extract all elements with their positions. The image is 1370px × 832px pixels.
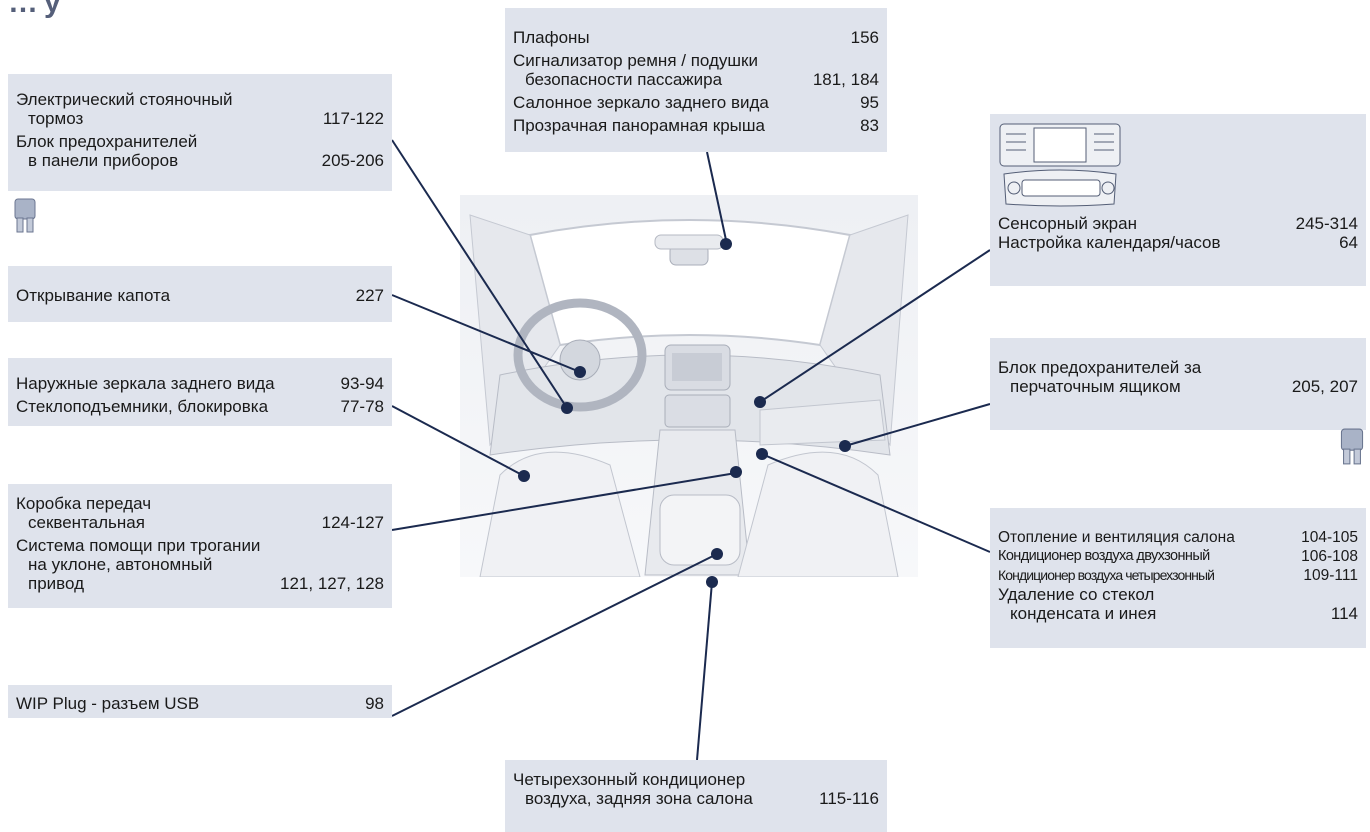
- fuse-icon: [1340, 428, 1364, 465]
- callout-row: Блок предохранителей: [16, 132, 198, 151]
- callout-row: Коробка передач: [16, 494, 152, 513]
- car-interior-illustration: [460, 195, 918, 577]
- center-console-icon: [999, 123, 1121, 207]
- callout-row: Четырехзонный кондиционер: [513, 770, 746, 789]
- callout-row: Блок предохранителей за: [998, 358, 1202, 377]
- fuse-icon: [14, 198, 36, 233]
- page-heading-fragment: …у: [8, 0, 67, 19]
- callout-row: Система помощи при трогании: [16, 536, 261, 555]
- callout-row: Удаление со стекол: [998, 585, 1155, 604]
- callout-row: Сигнализатор ремня / подушки: [513, 51, 758, 70]
- callout-row: Электрический стояночный: [16, 90, 233, 109]
- callout-row: на уклоне, автономный: [28, 555, 213, 574]
- callout-rear-ac: Четырехзонный кондиционер воздуха, задня…: [505, 760, 887, 832]
- callout-glovebox-fuses: Блок предохранителей за перчаточным ящик…: [990, 338, 1366, 430]
